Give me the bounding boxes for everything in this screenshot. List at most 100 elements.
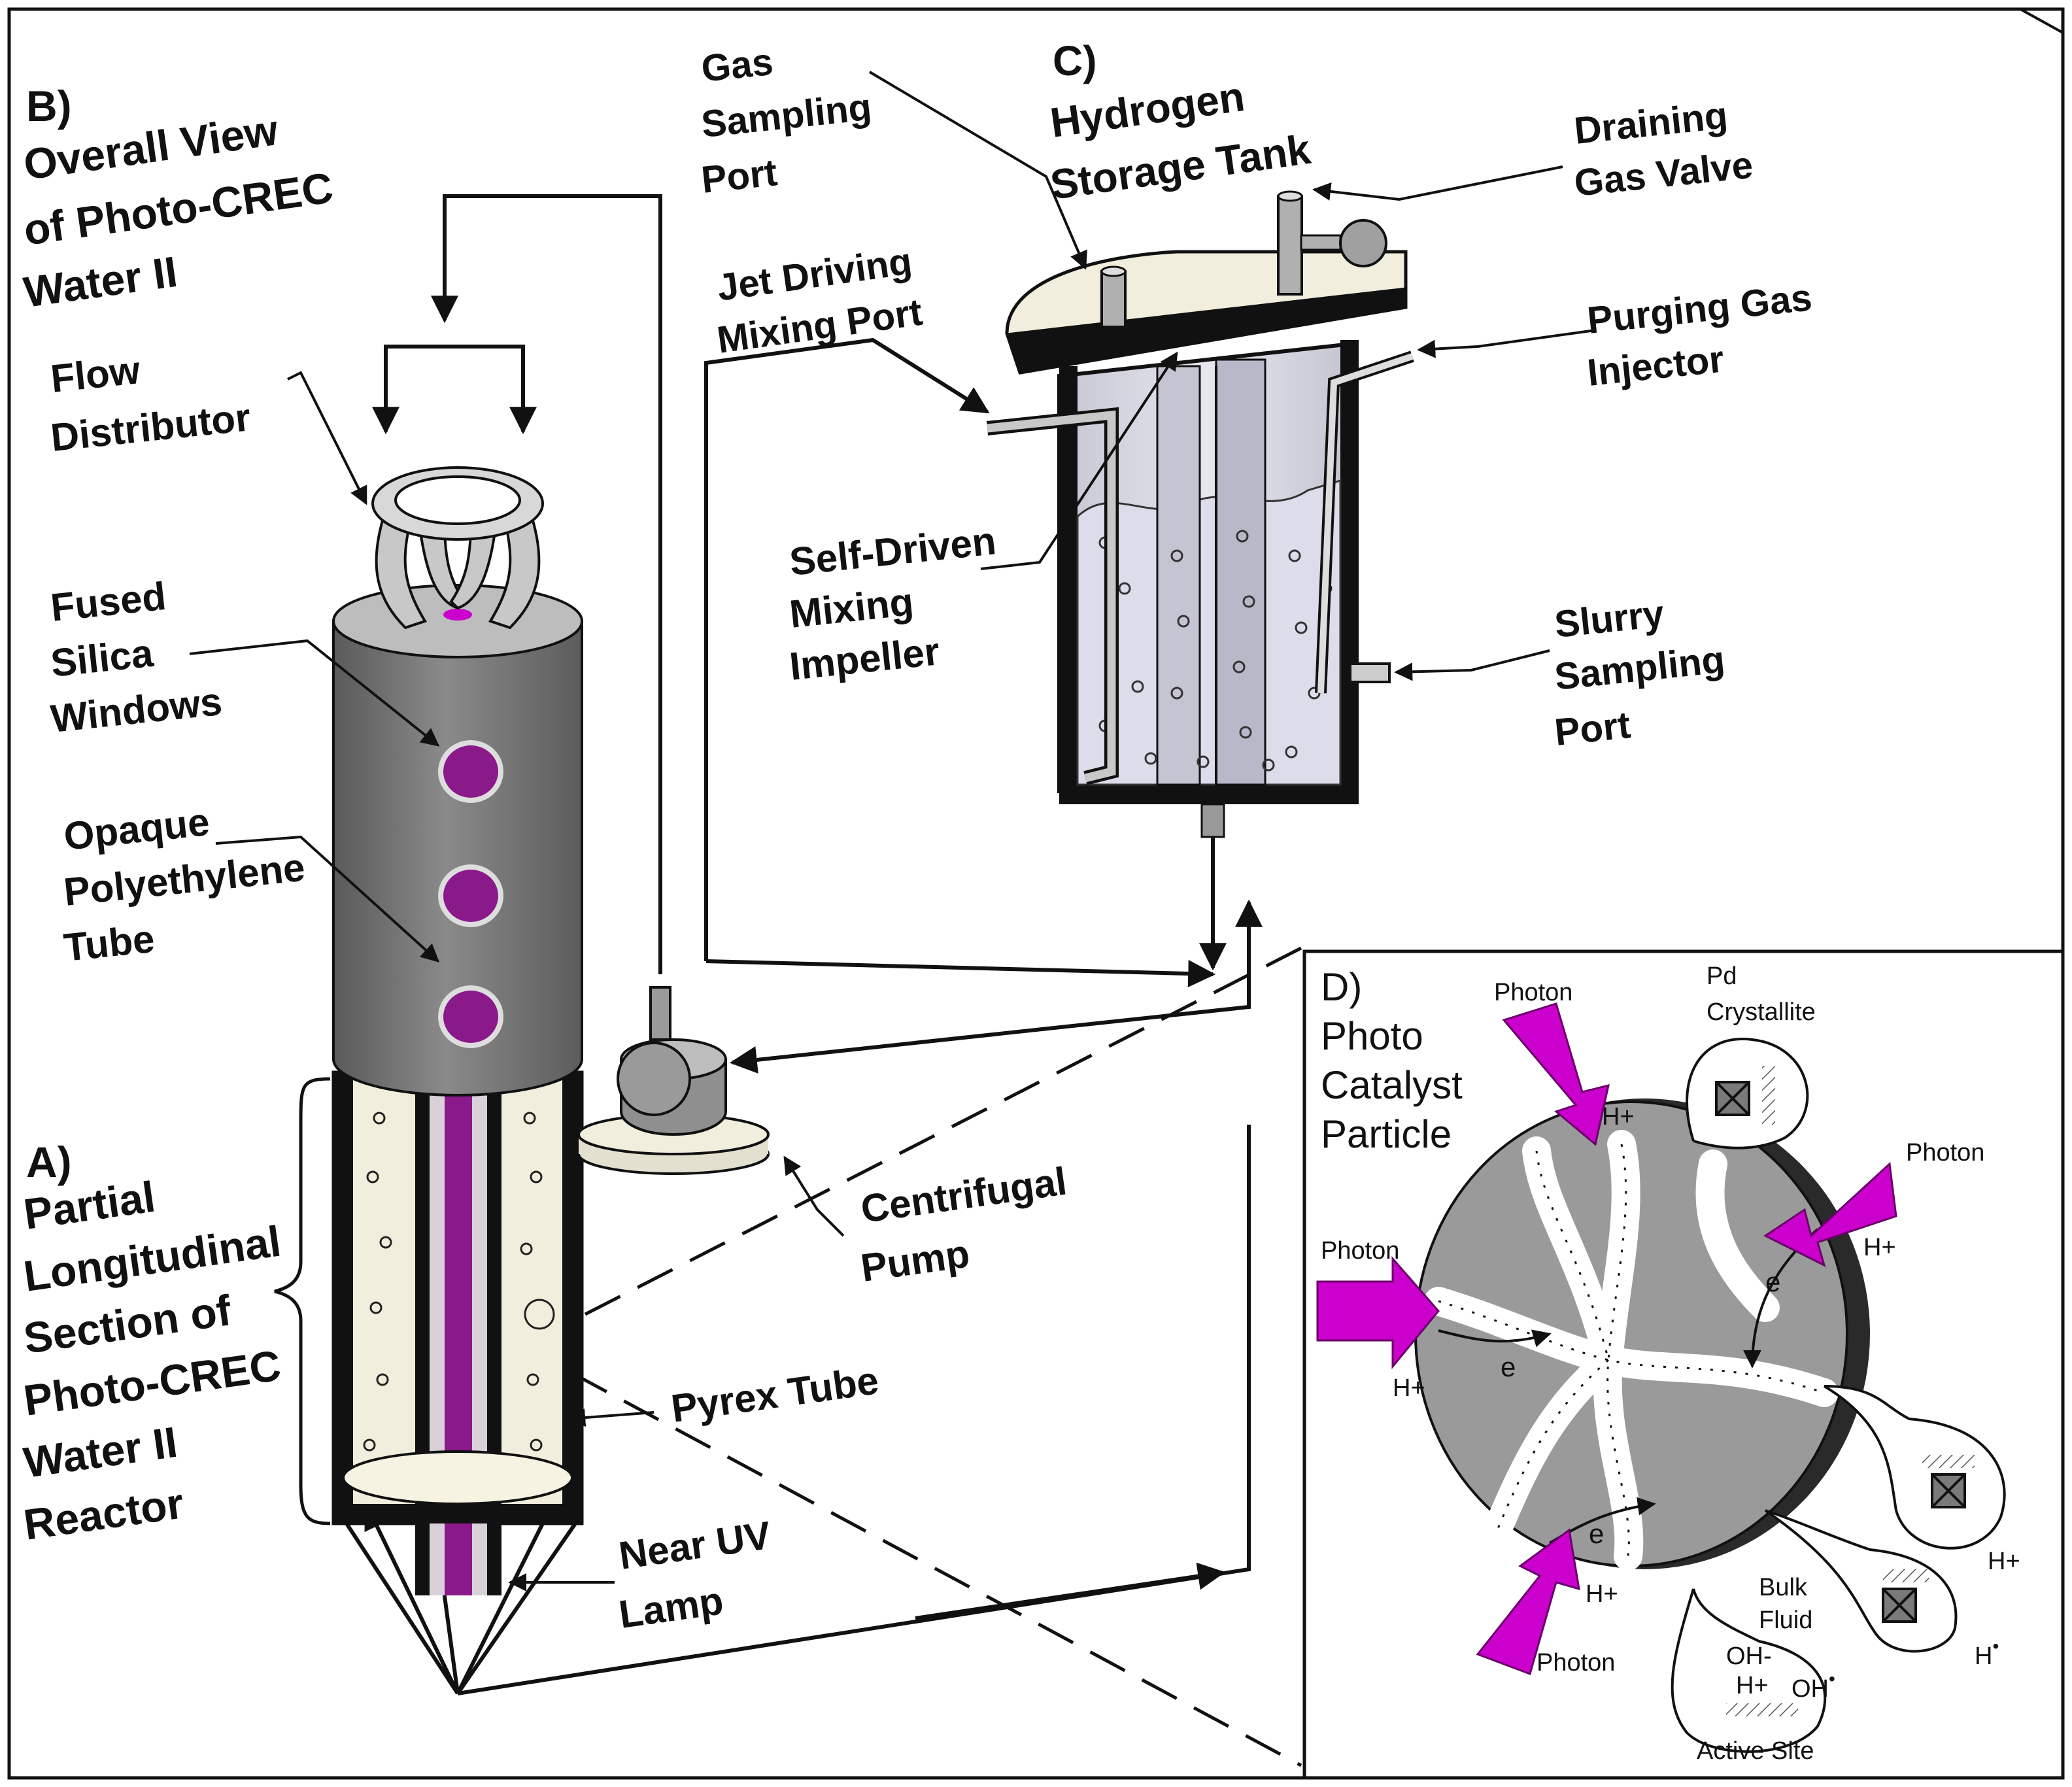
svg-text:Self-Driven: Self-Driven xyxy=(787,519,998,584)
slurry-sampling-port-label: Slurry Sampling Port xyxy=(1553,592,1727,754)
h-plus-bottom: H+ xyxy=(1586,1580,1618,1608)
panel-c-letter: C) xyxy=(1053,37,1097,84)
bulk-fluid-line2: Fluid xyxy=(1759,1607,1812,1634)
particle-labels: Photon H+ Photon H+ Photon H+ Photon H+ … xyxy=(1321,962,2020,1765)
fused-silica-window-2 xyxy=(438,864,503,927)
distributor-split-right xyxy=(384,345,537,435)
svg-text:Port: Port xyxy=(1553,704,1633,754)
svg-text:Particle: Particle xyxy=(1321,1112,1452,1156)
svg-text:Purging Gas: Purging Gas xyxy=(1586,276,1814,342)
pd-cubes xyxy=(1715,1081,1966,1623)
zoom-dashed-lines xyxy=(571,946,1302,1767)
opaque-polyethylene-cylinder xyxy=(332,620,583,1097)
svg-text:Tube: Tube xyxy=(61,917,156,970)
active-site-label: Active Site xyxy=(1697,1737,1814,1765)
pyrex-tube-label: Pyrex Tube xyxy=(668,1358,881,1431)
svg-text:Water II: Water II xyxy=(21,1418,180,1487)
leader-lines xyxy=(189,71,1596,1591)
svg-text:Impeller: Impeller xyxy=(787,629,942,689)
flow-distributor xyxy=(371,466,544,630)
self-driven-impeller-label: Self-Driven Mixing Impeller xyxy=(787,519,998,689)
panel-d-letter: D) xyxy=(1321,965,1362,1009)
svg-text:Catalyst: Catalyst xyxy=(1321,1063,1463,1107)
svg-text:Injector: Injector xyxy=(1586,337,1726,394)
svg-text:Pump: Pump xyxy=(858,1231,972,1290)
panel-c-title: C) Hydrogen Storage Tank xyxy=(1047,37,1314,209)
svg-text:Gas: Gas xyxy=(700,41,775,90)
photon-arrow-right xyxy=(1763,1161,1897,1267)
svg-text:Sampling: Sampling xyxy=(700,86,874,146)
svg-text:Silica: Silica xyxy=(48,631,156,685)
svg-text:Photo: Photo xyxy=(1321,1014,1423,1058)
svg-text:Mixing: Mixing xyxy=(787,579,915,636)
outer-frame xyxy=(7,7,2065,1780)
panel-b-letter: B) xyxy=(26,82,72,130)
fused-silica-label: Fused Silica Windows xyxy=(48,574,224,741)
photon-label-top: Photon xyxy=(1494,979,1572,1006)
centrifugal-pump xyxy=(577,986,770,1175)
panel-a-letter: A) xyxy=(26,1138,72,1186)
svg-text:Draining: Draining xyxy=(1572,94,1730,152)
oh-minus-label: OH- xyxy=(1726,1642,1772,1670)
h-radical-label: H• xyxy=(1975,1636,1999,1670)
svg-text:e: e xyxy=(1501,1352,1516,1382)
svg-text:Near UV: Near UV xyxy=(616,1513,773,1578)
opaque-tube-label: Opaque Polyethylene Tube xyxy=(61,800,307,970)
svg-text:e: e xyxy=(1589,1518,1604,1549)
svg-text:e: e xyxy=(1765,1267,1780,1297)
pore-dots xyxy=(1438,1144,1825,1557)
h-plus-right: H+ xyxy=(1863,1234,1896,1261)
purging-gas-injector-label: Purging Gas Injector xyxy=(1586,276,1814,394)
svg-text:Lamp: Lamp xyxy=(616,1578,726,1637)
pd-crystallite-line1: Pd xyxy=(1707,962,1737,990)
svg-text:Opaque: Opaque xyxy=(61,800,211,859)
photon-arrow-bottom xyxy=(1476,1528,1580,1675)
svg-text:Windows: Windows xyxy=(48,679,224,741)
svg-text:Sampling: Sampling xyxy=(1553,638,1727,698)
svg-text:Gas Valve: Gas Valve xyxy=(1572,144,1755,205)
oh-radical-label: OH• xyxy=(1792,1669,1835,1703)
panel-b-line3: Water II xyxy=(21,247,180,316)
lamp-top-spot xyxy=(443,609,472,621)
pd-crystallite-line2: Crystallite xyxy=(1707,998,1816,1026)
photon-label-bottom: Photon xyxy=(1537,1649,1615,1676)
svg-text:Flow: Flow xyxy=(48,348,142,401)
electron-labels: e e e xyxy=(1501,1267,1780,1549)
fused-silica-window-1 xyxy=(438,740,503,803)
panel-b-title: B) Overall View of Photo-CREC Water II xyxy=(21,82,336,316)
draining-gas-valve-label: Draining Gas Valve xyxy=(1572,94,1755,205)
frame-corner-mark xyxy=(2020,8,2064,34)
photon-label-right: Photon xyxy=(1906,1139,1984,1166)
jet-port-line xyxy=(704,337,990,961)
fused-silica-window-3 xyxy=(438,985,503,1048)
photon-label-left: Photon xyxy=(1321,1237,1399,1265)
reactor-wall-left xyxy=(333,1072,353,1523)
outlet-to-pump-line xyxy=(729,909,1251,1074)
reactor-bottom-ellipse xyxy=(342,1450,573,1505)
svg-text:Port: Port xyxy=(700,151,779,201)
h-plus-top: H+ xyxy=(1602,1103,1635,1131)
jet-driving-port-label: Jet Driving Mixing Port xyxy=(715,240,925,362)
return-arrow xyxy=(915,1562,1226,1620)
svg-text:Polyethylene: Polyethylene xyxy=(61,845,307,914)
h-plus-crystallite: H+ xyxy=(1988,1548,2020,1575)
svg-text:Fused: Fused xyxy=(48,574,168,630)
h-plus-left: H+ xyxy=(1393,1374,1425,1402)
reactor-return-line xyxy=(457,1125,1251,1695)
svg-text:Reactor: Reactor xyxy=(21,1478,187,1548)
photon-arrows xyxy=(1316,1002,1897,1675)
section-a-bracket xyxy=(274,1077,331,1525)
centrifugal-pump-label: Centrifugal Pump xyxy=(858,1159,1069,1289)
svg-text:Centrifugal: Centrifugal xyxy=(858,1159,1069,1231)
bulk-fluid-line1: Bulk xyxy=(1759,1574,1808,1601)
photocatalyst-particle xyxy=(1316,1002,2006,1753)
h-plus-active: H+ xyxy=(1736,1672,1769,1699)
reactor-assembly xyxy=(274,466,584,1595)
panel-d-title: D) Photo Catalyst Particle xyxy=(1321,965,1463,1156)
distributor-split-left xyxy=(372,345,445,435)
hydrogen-storage-tank xyxy=(986,190,1414,838)
photon-arrow-top xyxy=(1502,1002,1610,1146)
svg-text:Slurry: Slurry xyxy=(1553,592,1667,646)
